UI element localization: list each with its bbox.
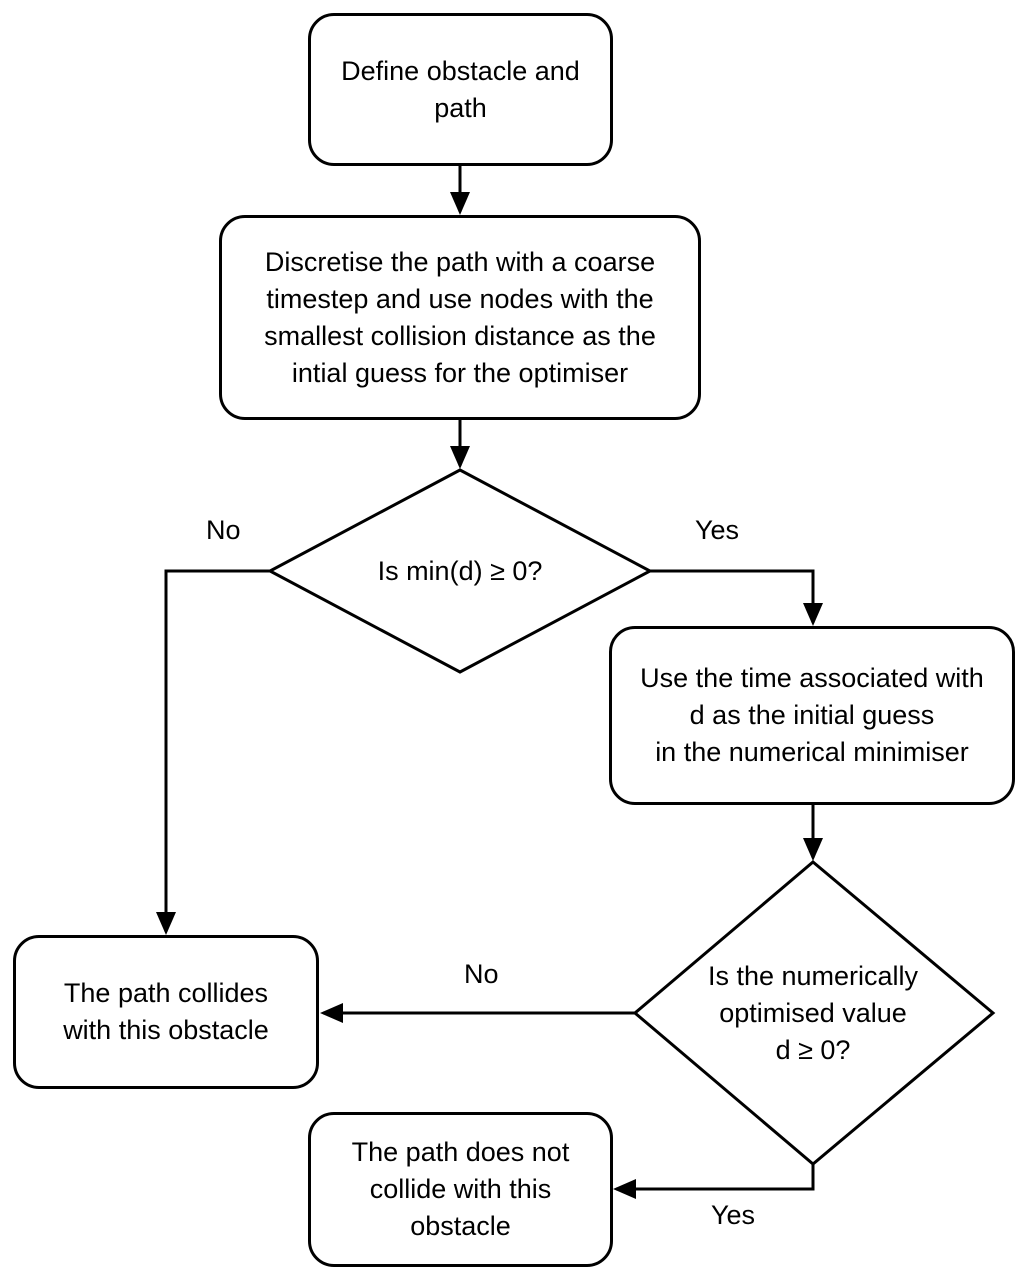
decision-optimised-text: Is the numerically optimised value d ≥ 0… [707, 960, 919, 1065]
define-obstacle-box: Define obstacle and path [308, 13, 613, 166]
decision-min-text: Is min(d) ≥ 0? [377, 555, 543, 586]
arrowhead-icon [803, 603, 823, 626]
no-collide-text: The path does not collide with this obst… [351, 1137, 570, 1241]
use-time-text: Use the time associated with d as the in… [640, 663, 984, 767]
arrowhead-icon [613, 1179, 636, 1199]
arrowhead-icon [450, 192, 470, 215]
edge-label-opt-yes: Yes [711, 1200, 756, 1230]
discretise-path-text: Discretise the path with a coarse timest… [264, 246, 656, 388]
arrow-decision-yes-to-use-time [650, 569, 815, 623]
edge-label-min-no: No [206, 515, 241, 545]
edge-label-opt-no: No [464, 959, 499, 989]
define-obstacle-text: Define obstacle and path [341, 55, 580, 123]
arrow-optimised-yes-to-no-collide [616, 1164, 815, 1191]
arrowhead-icon [450, 446, 470, 469]
edge-label-min-yes: Yes [695, 515, 740, 545]
arrowhead-icon [156, 912, 176, 935]
discretise-path-box: Discretise the path with a coarse timest… [219, 215, 701, 420]
collides-box: The path collides with this obstacle [13, 935, 319, 1089]
arrowhead-icon [803, 838, 823, 861]
decision-min-diamond [266, 468, 654, 674]
no-collide-box: The path does not collide with this obst… [308, 1112, 613, 1267]
use-time-box: Use the time associated with d as the in… [609, 626, 1015, 805]
arrowhead-icon [320, 1003, 343, 1023]
collides-text: The path collides with this obstacle [63, 978, 269, 1045]
arrow-decision-no-to-collides [164, 569, 270, 932]
